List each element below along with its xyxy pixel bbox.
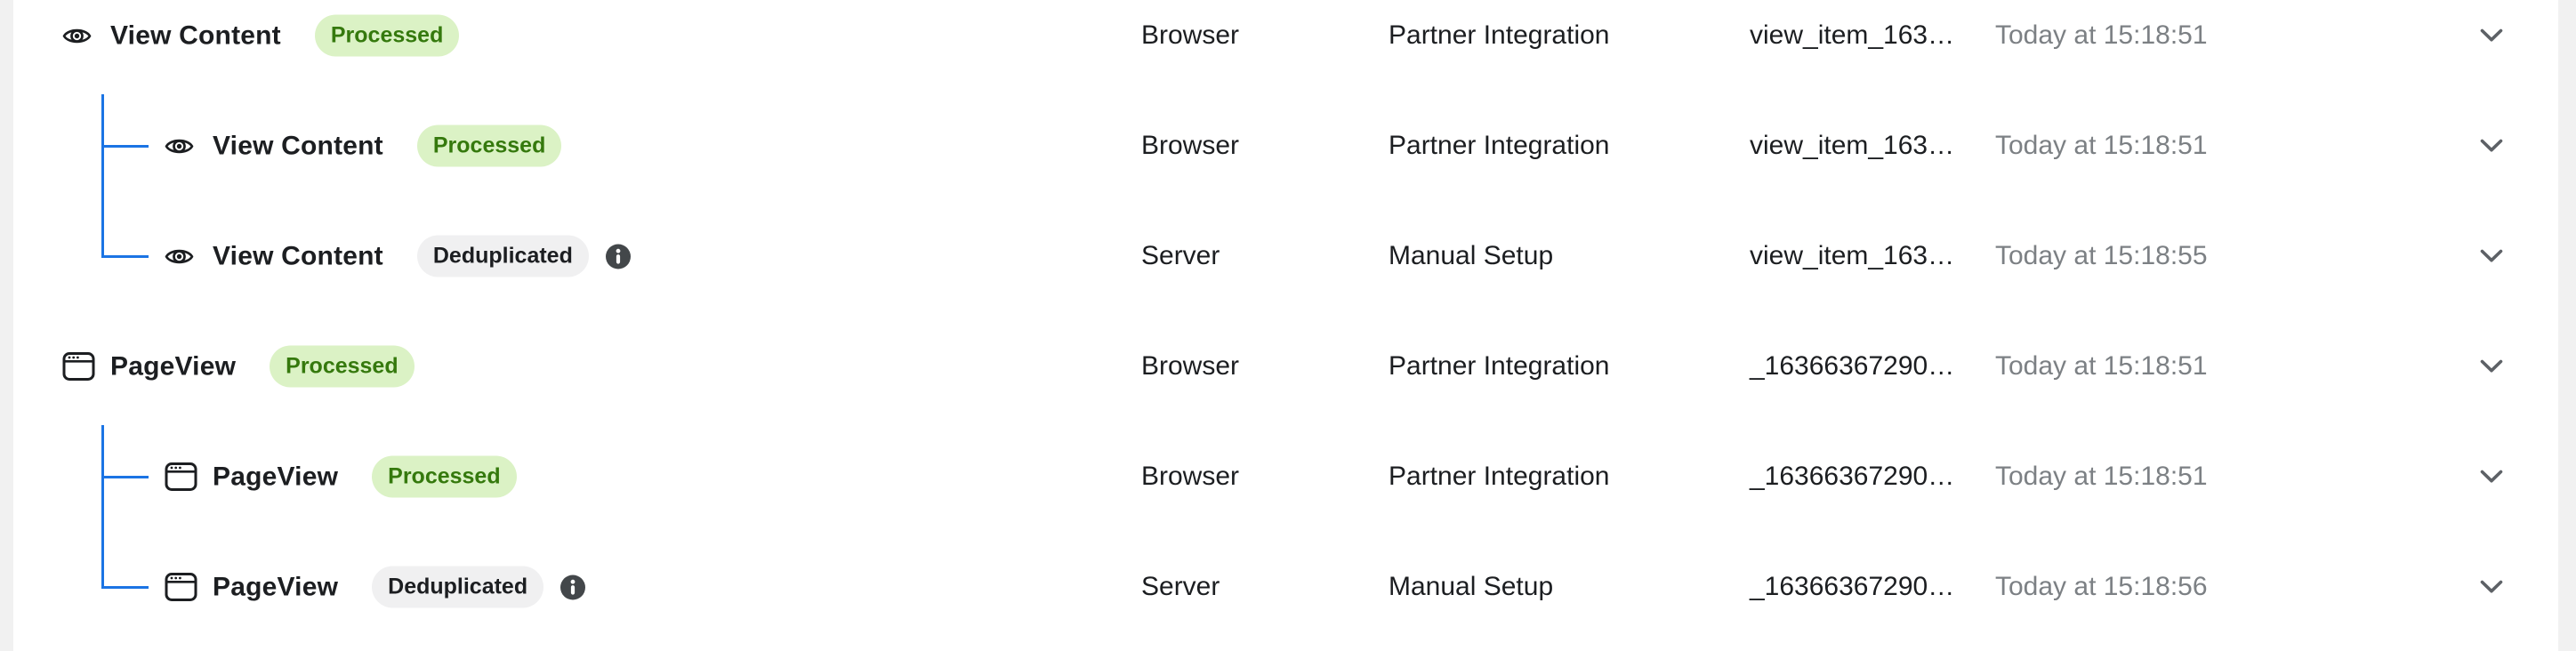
event-name: View Content <box>213 131 383 160</box>
event-name: View Content <box>110 20 281 50</box>
event-id-cell: view_item_163… <box>1750 20 1955 50</box>
setup-method-cell: Manual Setup <box>1389 572 1554 601</box>
event-name-cell: View Content Processed <box>165 125 562 167</box>
setup-method-cell: Partner Integration <box>1389 131 1610 160</box>
event-id-cell: view_item_163… <box>1750 241 1955 270</box>
event-id-cell: _16366367290… <box>1750 572 1955 601</box>
event-row[interactable]: View Content Processed Browser Partner I… <box>13 91 2558 201</box>
event-id-cell: view_item_163… <box>1750 131 1955 160</box>
event-id-cell: _16366367290… <box>1750 351 1955 381</box>
connection-method-cell: Browser <box>1141 351 1240 381</box>
info-icon[interactable] <box>559 574 586 600</box>
tree-connector-vertical <box>101 425 104 532</box>
tree-connector-stub <box>101 585 149 589</box>
tree-connector-vertical <box>101 201 104 258</box>
received-time-cell: Today at 15:18:56 <box>1995 572 2208 601</box>
received-time-cell: Today at 15:18:51 <box>1995 351 2208 381</box>
connection-method-cell: Browser <box>1141 131 1240 160</box>
event-row[interactable]: View Content Deduplicated Server Manual … <box>13 201 2558 311</box>
received-time-cell: Today at 15:18:51 <box>1995 20 2208 50</box>
event-list: View Content Processed Browser Partner I… <box>13 0 2558 642</box>
setup-method-cell: Partner Integration <box>1389 351 1610 381</box>
received-time-cell: Today at 15:18:51 <box>1995 462 2208 491</box>
window-icon <box>62 350 98 383</box>
received-time-cell: Today at 15:18:55 <box>1995 241 2208 270</box>
chevron-down-icon[interactable] <box>2479 249 2504 264</box>
left-page-gutter <box>0 0 13 651</box>
right-page-gutter <box>2558 0 2576 651</box>
tree-connector-vertical <box>101 532 104 589</box>
chevron-down-icon[interactable] <box>2479 580 2504 595</box>
info-icon[interactable] <box>605 243 632 269</box>
event-name: PageView <box>110 351 237 381</box>
window-icon <box>165 571 200 604</box>
event-name-cell: PageView Processed <box>62 345 415 388</box>
event-name-cell: PageView Deduplicated <box>165 566 586 608</box>
eye-icon <box>62 25 98 46</box>
tree-connector-stub <box>101 144 149 148</box>
connection-method-cell: Browser <box>1141 20 1240 50</box>
events-table-surface: View Content Processed Browser Partner I… <box>13 0 2558 651</box>
event-row[interactable]: PageView Processed Browser Partner Integ… <box>13 422 2558 532</box>
event-name-cell: View Content Processed <box>62 14 460 57</box>
event-name: PageView <box>213 462 339 491</box>
event-id-cell: _16366367290… <box>1750 462 1955 491</box>
window-icon <box>165 461 200 494</box>
received-time-cell: Today at 15:18:51 <box>1995 131 2208 160</box>
setup-method-cell: Partner Integration <box>1389 20 1610 50</box>
connection-method-cell: Browser <box>1141 462 1240 491</box>
eye-icon <box>165 135 200 157</box>
event-name: PageView <box>213 572 339 601</box>
event-name-cell: View Content Deduplicated <box>165 235 632 277</box>
status-badge: Processed <box>314 14 460 57</box>
status-badge: Deduplicated <box>372 566 544 608</box>
tree-connector-stub <box>101 475 149 478</box>
chevron-down-icon[interactable] <box>2479 470 2504 485</box>
tree-connector-stub <box>101 254 149 258</box>
setup-method-cell: Manual Setup <box>1389 241 1554 270</box>
event-row[interactable]: PageView Deduplicated Server Manual Setu… <box>13 532 2558 642</box>
connection-method-cell: Server <box>1141 572 1220 601</box>
connection-method-cell: Server <box>1141 241 1220 270</box>
event-row[interactable]: View Content Processed Browser Partner I… <box>13 0 2558 91</box>
chevron-down-icon[interactable] <box>2479 28 2504 44</box>
status-badge: Processed <box>270 345 415 388</box>
tree-connector-vertical <box>101 94 104 201</box>
chevron-down-icon[interactable] <box>2479 359 2504 374</box>
event-name-cell: PageView Processed <box>165 455 517 498</box>
event-name: View Content <box>213 241 383 270</box>
status-badge: Processed <box>416 125 562 167</box>
setup-method-cell: Partner Integration <box>1389 462 1610 491</box>
chevron-down-icon[interactable] <box>2479 139 2504 154</box>
event-row[interactable]: PageView Processed Browser Partner Integ… <box>13 311 2558 422</box>
eye-icon <box>165 245 200 267</box>
status-badge: Processed <box>372 455 517 498</box>
status-badge: Deduplicated <box>416 235 589 277</box>
